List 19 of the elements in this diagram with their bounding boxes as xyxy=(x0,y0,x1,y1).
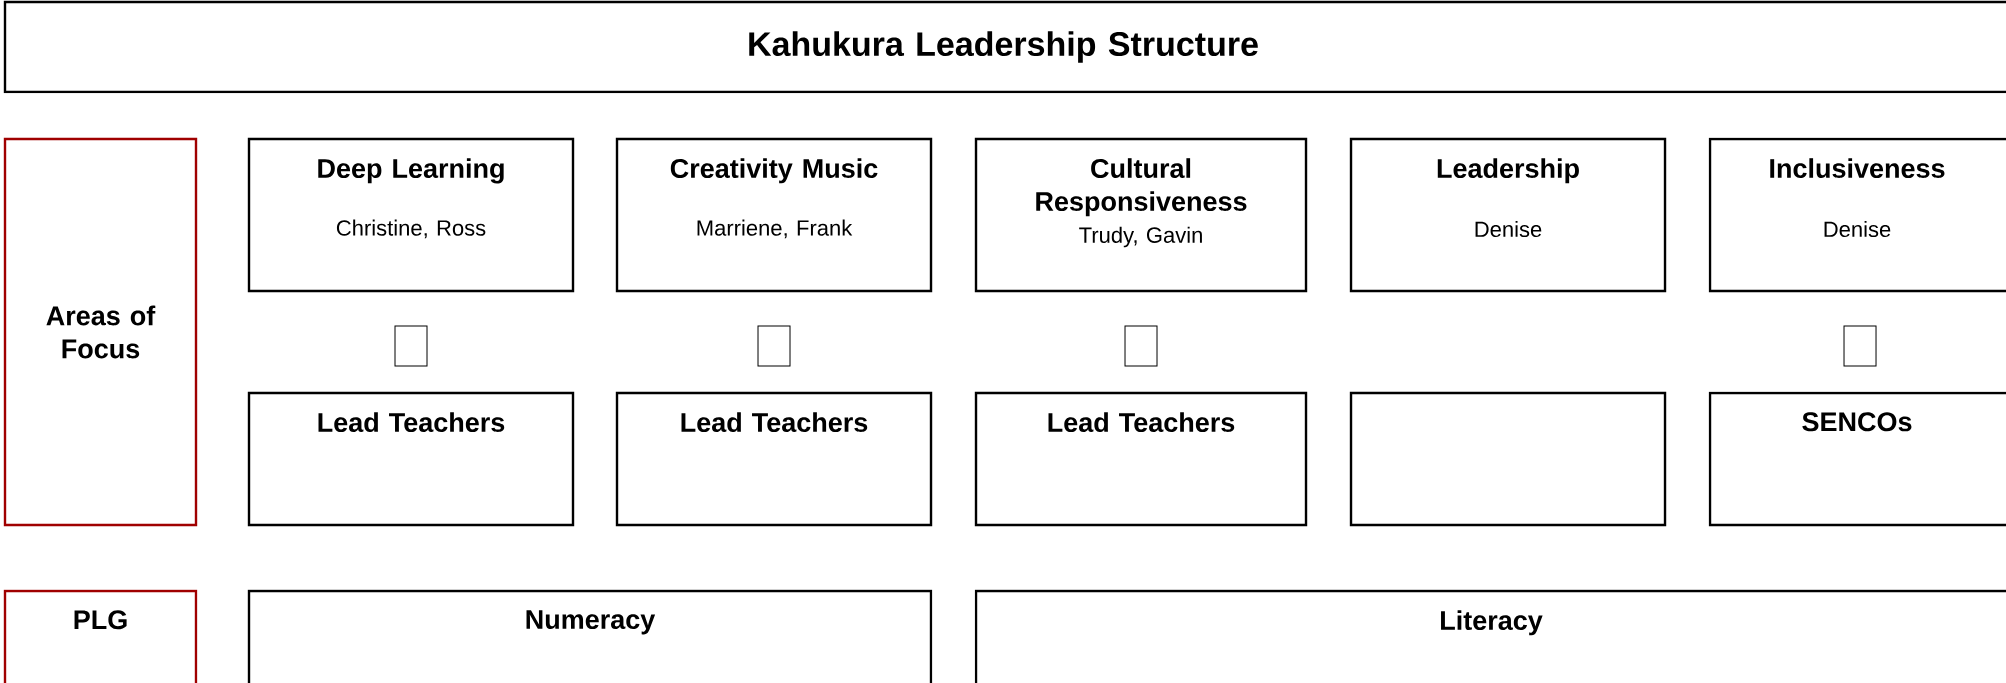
focus-box: Deep Learning Christine, Ross xyxy=(247,137,575,293)
placeholder-box xyxy=(1124,325,1158,367)
category-box: PLG xyxy=(3,589,198,683)
focus-box: Cultural Responsiveness Trudy, Gavin xyxy=(974,137,1308,293)
category-box: Areas of Focus xyxy=(3,137,198,527)
placeholder-box xyxy=(1349,391,1667,527)
focus-box: Inclusiveness Denise xyxy=(1708,137,2006,293)
focus-box: Literacy xyxy=(974,589,2006,683)
title-box: Kahukura Leadership Structure xyxy=(3,0,2006,94)
focus-box: Lead Teachers xyxy=(247,391,575,527)
placeholder-box xyxy=(757,325,791,367)
focus-box: Leadership Denise xyxy=(1349,137,1667,293)
placeholder-box xyxy=(1843,325,1877,367)
focus-box: Creativity Music Marriene, Frank xyxy=(615,137,933,293)
focus-box: Numeracy xyxy=(247,589,933,683)
placeholder-box xyxy=(394,325,428,367)
focus-box: Lead Teachers xyxy=(615,391,933,527)
focus-box: SENCOs xyxy=(1708,391,2006,527)
focus-box: Lead Teachers xyxy=(974,391,1308,527)
